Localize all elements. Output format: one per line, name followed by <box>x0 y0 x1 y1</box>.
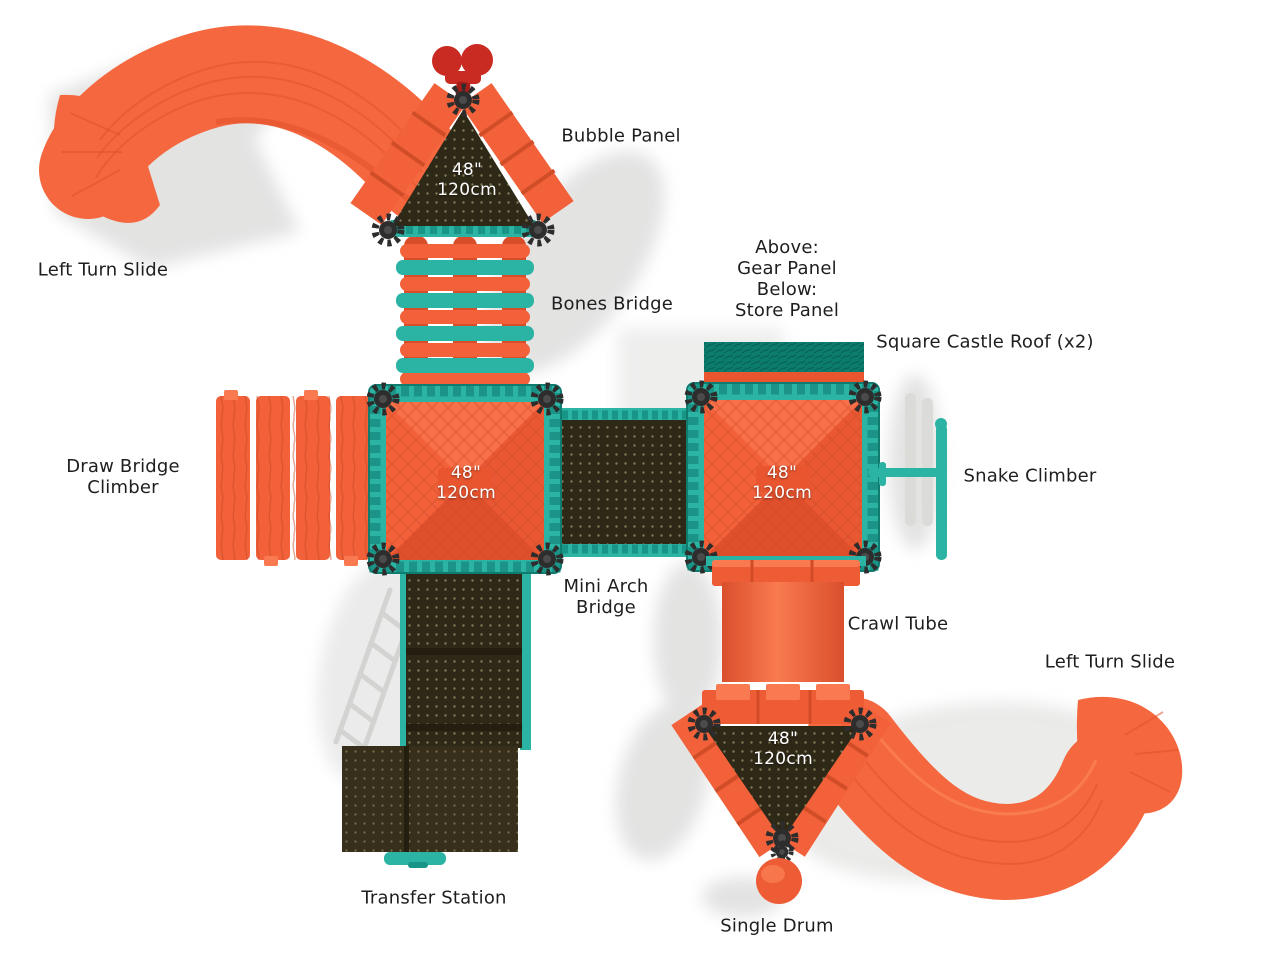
label-draw-bridge-climber: Draw Bridge Climber <box>66 456 180 498</box>
height-inches: 48" <box>450 463 482 483</box>
snake-climber <box>868 393 947 560</box>
single-drum-tower <box>671 684 891 904</box>
gear-store-panel-stack <box>704 342 864 382</box>
height-cm: 120cm <box>437 180 497 200</box>
height-cm: 120cm <box>752 483 812 503</box>
transfer-step <box>384 852 446 865</box>
height-cm: 120cm <box>753 749 813 769</box>
label-mini-arch-bridge: Mini Arch Bridge <box>563 576 649 618</box>
label-left-turn-slide-bottom: Left Turn Slide <box>1044 651 1176 673</box>
bones-bridge <box>396 236 534 388</box>
transfer-station <box>342 560 531 868</box>
roof-ridge-notches <box>369 110 556 198</box>
bubble-panel-tower <box>350 44 574 243</box>
label-snake-climber: Snake Climber <box>963 465 1097 487</box>
label-transfer-station: Transfer Station <box>361 887 507 909</box>
label-gear-store-panel: Above: Gear Panel Below: Store Panel <box>734 237 840 321</box>
square-castle-roof-left <box>369 385 561 573</box>
label-square-castle-roof: Square Castle Roof (x2) <box>876 331 1094 353</box>
height-inches: 48" <box>451 160 483 180</box>
label-left-turn-slide-top: Left Turn Slide <box>37 259 169 281</box>
label-crawl-tube: Crawl Tube <box>847 613 949 635</box>
label-bones-bridge: Bones Bridge <box>550 293 674 315</box>
left-turn-slide-top <box>39 25 474 224</box>
height-inches: 48" <box>767 729 799 749</box>
deck-height-right-tower: 48" 120cm <box>752 463 812 503</box>
mini-arch-bridge <box>548 408 694 557</box>
crawl-tube <box>706 556 866 682</box>
label-bubble-panel: Bubble Panel <box>561 125 681 147</box>
square-castle-roof-right <box>687 342 879 571</box>
height-inches: 48" <box>766 463 798 483</box>
deck-height-bottom-triangle: 48" 120cm <box>753 729 813 769</box>
left-turn-slide-bottom <box>804 696 1183 901</box>
deck-height-top-triangle: 48" 120cm <box>437 160 497 200</box>
draw-bridge-climber <box>216 390 370 566</box>
label-single-drum: Single Drum <box>720 915 834 937</box>
height-cm: 120cm <box>436 483 496 503</box>
deck-height-left-tower: 48" 120cm <box>436 463 496 503</box>
single-drum-icon <box>756 843 802 904</box>
